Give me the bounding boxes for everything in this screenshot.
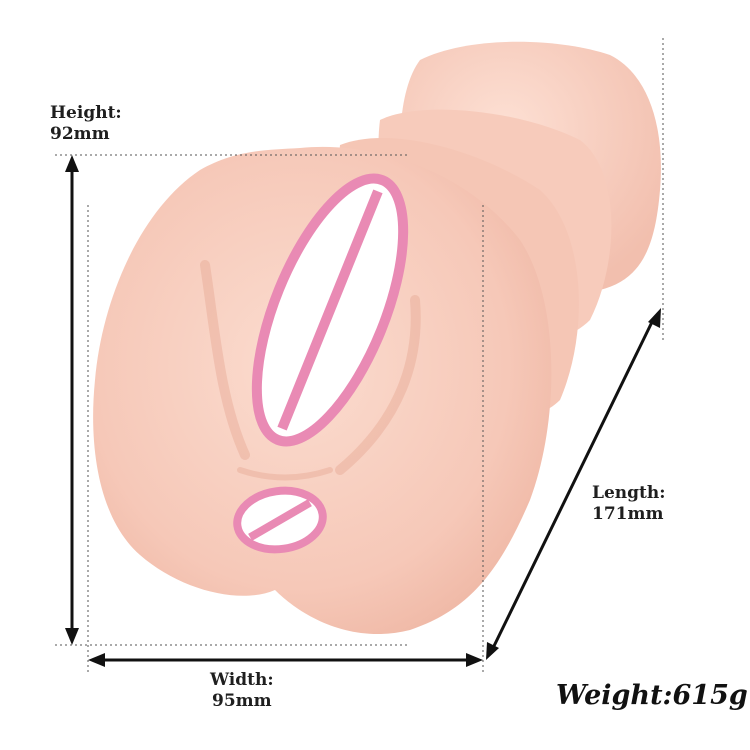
length-label-value: 171mm	[592, 504, 664, 524]
width-label-value: 95mm	[212, 691, 272, 711]
length-arrow-head-bottom	[486, 642, 499, 660]
height-label-title: Height:	[50, 103, 122, 123]
height-arrow-head-bottom	[65, 628, 79, 645]
height-label-value: 92mm	[50, 124, 110, 144]
measurement-arrows	[65, 155, 661, 667]
height-arrow-head-top	[65, 155, 79, 172]
weight-label: Weight:615g	[556, 680, 748, 711]
length-label-title: Length:	[592, 483, 666, 503]
width-arrow-head-left	[88, 653, 105, 667]
width-arrow-head-right	[466, 653, 483, 667]
length-label: Length: 171mm	[592, 483, 666, 525]
crease-right	[335, 295, 421, 475]
crease-bottom	[237, 467, 333, 481]
guide-lines	[55, 38, 664, 675]
width-label: Width: 95mm	[210, 670, 274, 712]
censor-mark-small	[233, 486, 327, 554]
length-arrow-head-top	[648, 308, 661, 328]
length-arrow	[492, 321, 654, 647]
height-label: Height: 92mm	[50, 103, 122, 145]
width-label-title: Width:	[210, 670, 274, 690]
crease-left	[200, 260, 250, 460]
